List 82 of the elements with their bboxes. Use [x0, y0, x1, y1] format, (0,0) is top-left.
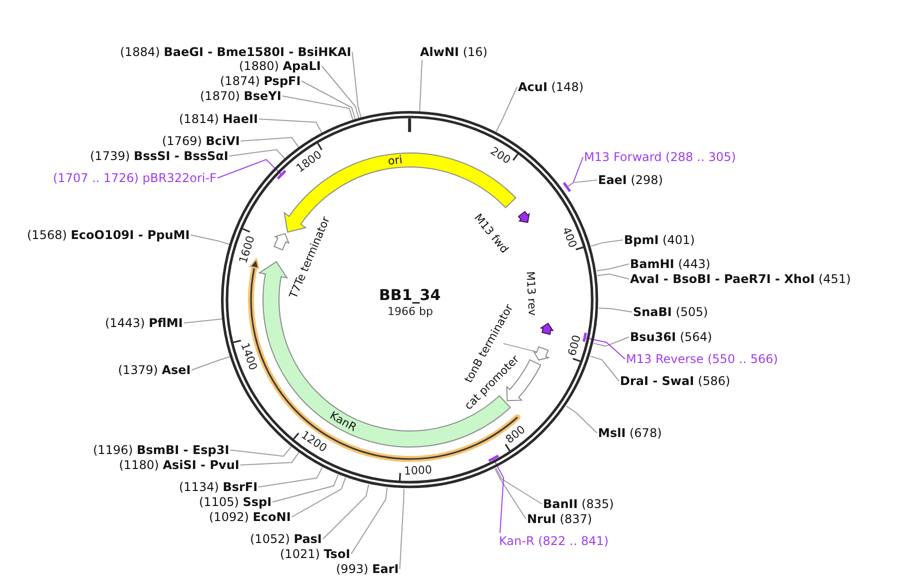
position-label: 400 — [559, 226, 580, 250]
position-label: 200 — [488, 144, 514, 166]
leader-line — [282, 96, 354, 120]
position-label: 800 — [503, 423, 528, 446]
enzyme-site-label: (1880) ApaLI — [239, 59, 321, 73]
leader-line — [321, 66, 360, 119]
enzyme-site-label: BpmI (401) — [624, 233, 695, 247]
enzyme-site-label: (1196) BsmBI - Esp3I — [93, 443, 230, 457]
enzyme-site-label: (1379) AseI — [118, 363, 191, 377]
leader-line — [566, 406, 598, 434]
leader-line — [419, 60, 422, 112]
primer-site-bar — [582, 331, 588, 344]
leader-line — [593, 336, 630, 347]
leader-line — [496, 86, 518, 132]
leader-line — [598, 308, 632, 312]
enzyme-site-label: BanII (835) — [543, 497, 614, 511]
leader-line — [590, 356, 620, 382]
enzyme-site-label: NruI (837) — [527, 512, 592, 526]
leader-line — [350, 487, 388, 554]
leader-line — [586, 338, 626, 360]
leader-line — [258, 118, 322, 134]
enzyme-site-label: (1870) BseYI — [200, 89, 282, 103]
leader-line — [191, 356, 230, 370]
primer-site-bar — [276, 169, 288, 181]
enzyme-site-label: (1134) BsrFI — [179, 480, 258, 494]
enzyme-site-label: (1568) EcoO109I - PpuMI — [27, 228, 190, 242]
leader-line — [228, 149, 286, 160]
primer-site-bar — [486, 454, 500, 463]
position-label: 1000 — [403, 464, 432, 478]
enzyme-site-label: (1814) HaeII — [179, 112, 258, 126]
leader-line — [216, 159, 282, 178]
enzyme-site-label: (1105) SspI — [199, 495, 272, 509]
leader-line — [494, 468, 526, 520]
leader-line — [240, 452, 300, 466]
enzyme-site-label: Bsu36I (564) — [630, 330, 712, 344]
position-label: 1600 — [236, 234, 258, 264]
enzyme-site-label: BamHI (443) — [630, 257, 710, 271]
leader-line — [258, 466, 323, 488]
leader-line — [596, 264, 630, 272]
plasmid-name: BB1_34 — [379, 286, 441, 304]
leader-line — [301, 80, 356, 120]
enzyme-site-label: (1739) BssSI - BssSαI — [90, 149, 228, 163]
primer-site-bar — [562, 180, 572, 194]
enzyme-site-label: (1443) PflMI — [105, 316, 183, 330]
leader-line — [240, 137, 300, 148]
enzyme-site-label: (1021) TsoI — [280, 547, 350, 561]
leader-line — [568, 180, 598, 187]
enzyme-site-label: EaeI (298) — [598, 173, 663, 187]
primer-label: M13 Forward (288 .. 305) — [584, 150, 736, 164]
leader-line — [590, 240, 624, 247]
primer-label: M13 Reverse (550 .. 566) — [626, 352, 778, 366]
primer-label: (1707 .. 1726) pBR322ori-F — [53, 171, 216, 185]
enzyme-site-label: (1092) EcoNI — [209, 510, 291, 524]
leader-line — [230, 446, 292, 457]
enzyme-site-label: MslI (678) — [598, 426, 662, 440]
position-label: 1400 — [238, 341, 260, 372]
leader-line — [493, 459, 504, 534]
leader-line — [496, 468, 542, 504]
feature-label: M13 rev — [524, 271, 540, 316]
leader-line — [322, 484, 370, 540]
enzyme-site-label: AlwNI (16) — [420, 45, 488, 59]
leader-line — [596, 274, 630, 280]
leader-line — [183, 318, 223, 324]
leader-line — [352, 52, 362, 118]
enzyme-site-label: AvaI - BsoBI - PaeR7I - XhoI (451) — [630, 272, 851, 286]
primer-label: Kan-R (822 .. 841) — [499, 534, 609, 548]
enzyme-site-label: (1052) PasI — [250, 532, 322, 546]
enzyme-site-label: (1180) AsiSI - PvuI — [119, 458, 240, 472]
enzyme-site-label: (1769) BciVI — [162, 134, 240, 148]
position-label: 600 — [566, 333, 584, 358]
enzyme-site-label: (993) EarI — [336, 562, 399, 576]
leader-line — [291, 477, 346, 518]
feature-label: ori — [388, 154, 404, 168]
leader-line — [190, 234, 230, 245]
enzyme-site-label: SnaBI (505) — [633, 305, 708, 319]
enzyme-site-label: DraI - SwaI (586) — [620, 374, 730, 388]
enzyme-site-label: AcuI (148) — [518, 80, 584, 94]
enzyme-site-label: (1874) PspFI — [220, 74, 301, 88]
enzyme-site-label: (1884) BaeGI - Bme1580I - BsiHKAI — [120, 45, 352, 59]
leader-line — [399, 488, 404, 570]
plasmid-length: 1966 bp — [388, 304, 433, 318]
leader-line — [272, 474, 339, 502]
